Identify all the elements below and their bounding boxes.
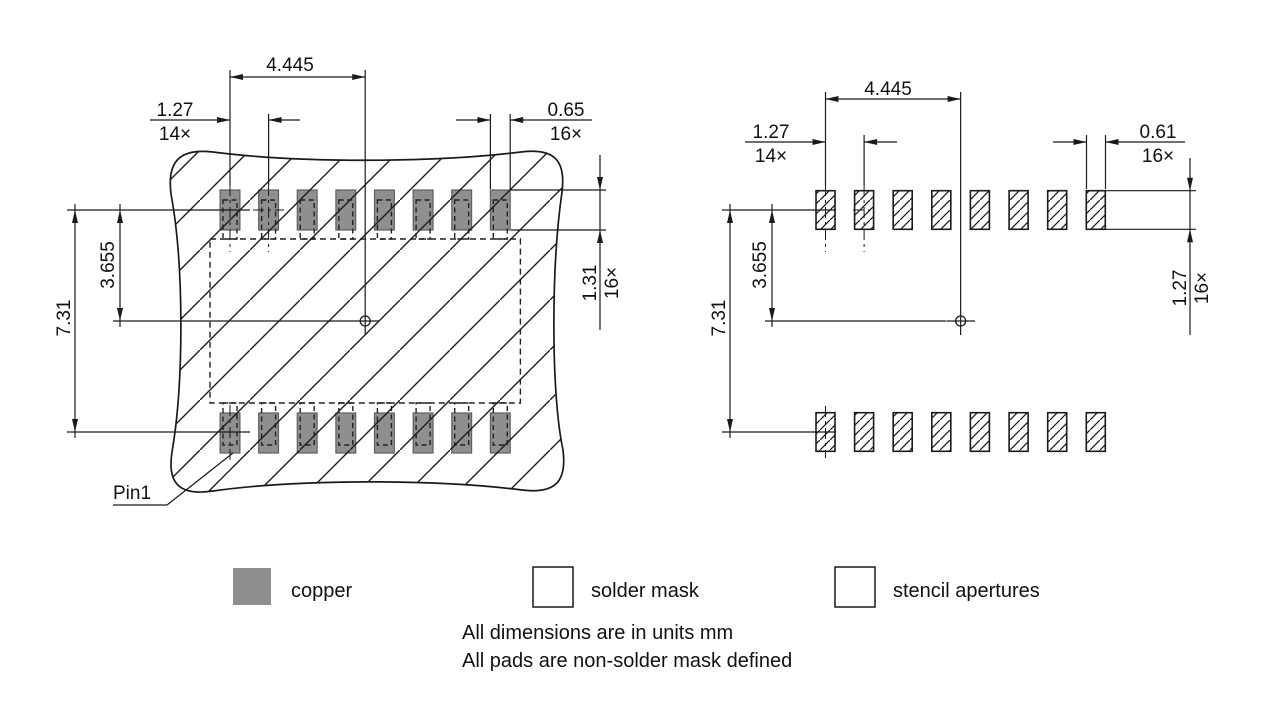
dimension-arrow — [947, 96, 961, 102]
legend: copper solder mask stencil apertures — [233, 566, 1040, 608]
note-mask-defined: All pads are non-solder mask defined — [462, 650, 792, 672]
solder-mask-hatch — [170, 151, 564, 493]
stencil-aperture — [853, 411, 875, 453]
stencil-aperture-height-dim: 1.27 — [1170, 270, 1191, 307]
stencil-aperture — [1046, 411, 1068, 453]
stencil-aperture-width-dim: 0.61 — [1140, 122, 1177, 143]
stencil-pitch-count: 14× — [755, 146, 787, 167]
origin-marker — [351, 307, 380, 335]
dimension-arrow — [597, 230, 603, 243]
copper-legend-label: copper — [291, 580, 352, 602]
stencil-row-spacing-dim: 7.31 — [709, 300, 730, 337]
stencil-aperture — [892, 189, 914, 231]
solder-mask-legend-label: solder mask — [591, 580, 700, 602]
stencil-swatch-bg — [835, 567, 875, 607]
stencil-aperture — [930, 411, 952, 453]
dimension-arrow — [769, 210, 775, 223]
dimension-arrow — [117, 308, 123, 321]
stencil-swatch — [834, 566, 876, 608]
dimension-arrow — [727, 210, 733, 223]
land-center-spacing-dim: 4.445 — [266, 55, 314, 76]
land-pitch-dim: 1.27 — [157, 100, 194, 121]
stencil-aperture — [1008, 189, 1029, 231]
pin1-label: Pin1 — [113, 483, 151, 504]
dimension-arrow — [477, 117, 491, 123]
land-pad-width-dim: 0.65 — [548, 100, 585, 121]
dimension-arrow — [1187, 229, 1193, 243]
dimension-arrow — [230, 74, 243, 80]
dimension-arrow — [268, 117, 282, 123]
dimension-arrow — [72, 210, 78, 223]
dimension-arrow — [510, 117, 524, 123]
stencil-pitch-dim: 1.27 — [753, 122, 790, 143]
stencil-dimension-lines — [722, 92, 1196, 458]
dimension-arrow — [769, 308, 775, 321]
dimension-arrow — [352, 74, 366, 80]
stencil-aperture — [1085, 411, 1107, 453]
copper-swatch — [233, 568, 271, 605]
dimension-arrow — [1105, 139, 1119, 145]
stencil-aperture — [969, 189, 991, 231]
land-dimension-lines — [67, 70, 606, 506]
stencil-aperture — [930, 189, 952, 231]
dimension-arrow — [597, 177, 603, 190]
stencil-aperture — [1008, 411, 1029, 453]
pin1-leader — [166, 452, 234, 506]
land-row-half-spacing-dim: 3.655 — [98, 241, 119, 289]
land-row-spacing-dim: 7.31 — [54, 300, 75, 337]
land-pad-height-count: 16× — [602, 267, 623, 299]
stencil-aperture-width-count: 16× — [1142, 146, 1174, 167]
notes: All dimensions are in units mm All pads … — [462, 622, 792, 672]
dimension-arrow — [72, 419, 78, 432]
stencil-row-half-spacing-dim: 3.655 — [750, 241, 771, 289]
stencil-aperture — [969, 411, 991, 453]
solder-mask-swatch — [532, 566, 574, 608]
dimension-arrow — [217, 117, 230, 123]
dimension-arrow — [1073, 139, 1087, 145]
stencil-aperture — [892, 411, 914, 453]
land-pad-height-dim: 1.31 — [580, 265, 601, 302]
stencil-aperture-height-count: 16× — [1192, 272, 1213, 304]
dimension-arrow — [825, 96, 839, 102]
dimension-arrow — [117, 210, 123, 223]
stencil-center-spacing-dim: 4.445 — [864, 79, 912, 100]
dimension-arrow — [727, 419, 733, 432]
land-pattern-view: 4.445 1.27 14× 0.65 16× 7.31 3.655 1.31 … — [54, 55, 623, 506]
origin-marker — [946, 307, 975, 335]
stencil-aperture — [1046, 189, 1068, 231]
dimension-arrow — [1187, 177, 1193, 191]
dimension-arrow — [812, 139, 826, 145]
stencil-view: 4.445 1.27 14× 0.61 16× 7.31 3.655 1.27 … — [709, 79, 1213, 458]
note-units: All dimensions are in units mm — [462, 622, 733, 644]
land-pitch-count: 14× — [159, 124, 191, 145]
stencil-legend-label: stencil apertures — [893, 580, 1040, 602]
land-pad-width-count: 16× — [550, 124, 582, 145]
solder-mask-swatch-bg — [533, 567, 573, 607]
stencil-apertures-group — [815, 189, 1107, 453]
stencil-aperture — [1085, 189, 1107, 231]
dimension-arrow — [864, 139, 878, 145]
